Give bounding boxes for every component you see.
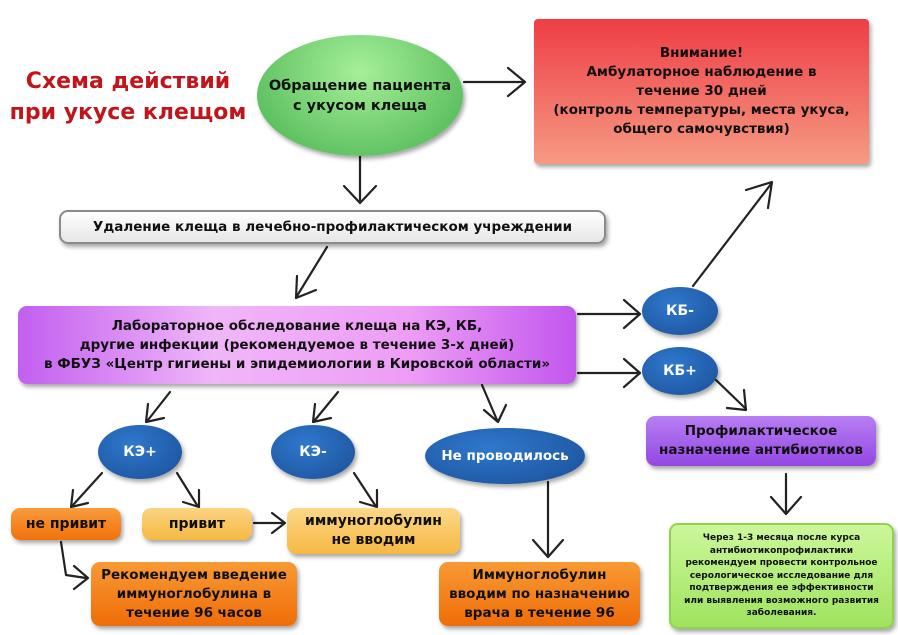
arrow-kb-pos-to-antibiotics [714,378,748,412]
recommend-immunoglobulin-node: Рекомендуем введение иммуноглобулина в т… [91,562,297,626]
arrow-lab-to-ke-pos [144,390,172,424]
arrow-not-vaccinated-to-recommend-ig [59,540,90,591]
arrow-ke-pos-to-vaccinated [175,471,201,509]
ke-negative-node: КЭ- [271,425,355,479]
arrow-ke-neg-to-no-ig [352,471,379,509]
tick-removal-node: Удаление клеща в лечебно-профилактическо… [59,210,606,244]
immunoglobulin-by-doctor-node: Иммуноглобулин вводим по назначению врач… [439,562,640,626]
arrow-lab-to-kb-neg [576,298,642,330]
followup-node: Через 1-3 месяца после курса антибиотико… [669,523,894,629]
arrow-lab-to-kb-pos [576,357,642,389]
arrow-removal-to-lab [294,245,329,300]
not-vaccinated-node: не привит [11,508,121,540]
kb-positive-node: КБ+ [642,347,718,395]
page-title: Схема действий при укусе клещом [9,69,247,125]
arrow-ke-pos-to-not-vaccinated [69,471,104,509]
arrow-patient-to-warning [462,66,527,98]
arrow-kb-neg-to-warning [691,180,774,288]
arrow-vaccinated-to-no-ig [252,511,287,535]
ke-positive-node: КЭ+ [98,425,182,479]
antibiotics-node: Профилактическое назначение антибиотиков [646,416,876,466]
arrow-not-done-to-ig-by-doctor [531,480,565,559]
arrow-lab-to-not-done [480,383,508,424]
kb-negative-node: КБ- [642,287,718,335]
lab-test-node: Лабораторное обследование клеща на КЭ, К… [18,306,576,384]
warning-node: Внимание! Амбулаторное наблюдение в тече… [534,19,869,164]
arrow-patient-to-removal [342,154,378,205]
arrow-lab-to-ke-neg [311,390,340,424]
no-immunoglobulin-node: иммуноглобулин не вводим [287,508,460,554]
arrow-antibiotics-to-followup [769,472,803,516]
not-done-node: Не проводилось [425,428,585,484]
vaccinated-node: привит [142,508,252,540]
patient-visit-node: Обращение пациента с укусом клеща [257,35,463,156]
